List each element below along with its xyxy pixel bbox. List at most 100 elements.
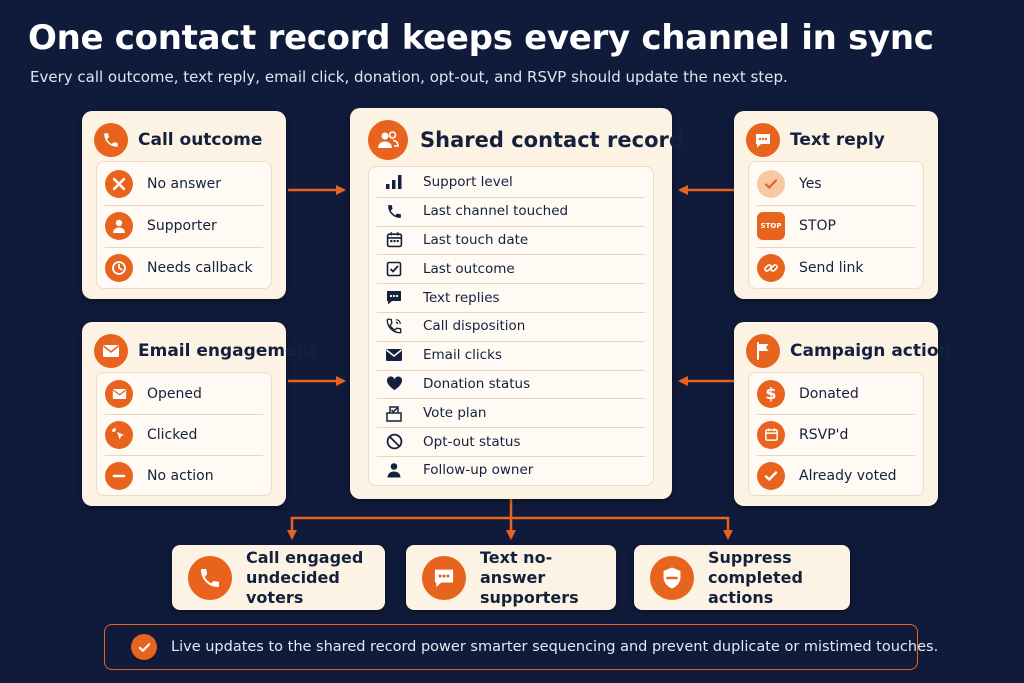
- envelope-icon: [105, 379, 133, 408]
- record-field-label: Last outcome: [423, 260, 515, 277]
- campaign-action-title: Campaign action: [790, 341, 951, 361]
- x-icon: [105, 170, 133, 198]
- clock-icon: [105, 254, 133, 282]
- footer-text: Live updates to the shared record power …: [171, 639, 939, 655]
- envelope-icon: [94, 334, 128, 368]
- chat-bubble-icon: [422, 555, 466, 600]
- phone-ring-icon: [383, 315, 405, 337]
- record-field-last-touch-date: Last touch date: [369, 225, 653, 255]
- record-field-label: Vote plan: [423, 404, 487, 421]
- people-icon: [368, 120, 408, 160]
- outcome-label-line2: supporters: [480, 587, 579, 607]
- record-field-follow-up-owner: Follow-up owner: [369, 456, 653, 485]
- campaign-option-label: Donated: [799, 385, 859, 402]
- page-title: One contact record keeps every channel i…: [28, 18, 934, 58]
- call-option-label: Supporter: [147, 218, 217, 234]
- outcome-label: Suppress completed actions: [708, 548, 850, 608]
- record-field-label: Opt-out status: [423, 433, 521, 450]
- envelope-icon: [383, 344, 405, 366]
- check-icon: [757, 461, 785, 490]
- record-field-last-channel: Last channel touched: [369, 196, 653, 226]
- email-option-label: Clicked: [147, 426, 198, 443]
- campaign-option-donated: $ Donated: [749, 373, 923, 414]
- arrow-branch-left: [287, 516, 511, 540]
- record-field-last-outcome: Last outcome: [369, 254, 653, 283]
- call-option-needs-callback: Needs callback: [97, 247, 271, 289]
- outcome-label-line2: undecided voters: [246, 567, 340, 607]
- text-option-stop: STOP STOP: [749, 205, 923, 247]
- check-icon: [757, 170, 785, 198]
- email-option-clicked: Clicked: [97, 414, 271, 455]
- text-option-label: Send link: [799, 260, 864, 276]
- campaign-action-card: Campaign action $ Donated RSVP'd Already…: [734, 322, 951, 506]
- shield-minus-icon: [650, 555, 694, 600]
- email-option-label: No action: [147, 467, 214, 484]
- outcome-card-text-no-answer: Text no-answer supporters: [406, 545, 616, 610]
- chat-bubble-icon: [746, 123, 780, 157]
- bar-chart-icon: [383, 171, 405, 193]
- outcome-card-suppress-completed: Suppress completed actions: [634, 545, 850, 610]
- campaign-option-label: Already voted: [799, 467, 897, 484]
- call-option-label: No answer: [147, 176, 222, 192]
- call-outcome-card: Call outcome No answer Supporter Needs c…: [82, 111, 286, 299]
- call-option-no-answer: No answer: [97, 163, 271, 205]
- phone-icon: [94, 123, 128, 157]
- outcome-label-line1: Suppress: [708, 547, 792, 567]
- outcome-card-call-undecided: Call engaged undecided voters: [172, 545, 385, 610]
- record-field-text-replies: Text replies: [369, 283, 653, 312]
- calendar-icon: [757, 420, 785, 449]
- footer-banner: Live updates to the shared record power …: [104, 624, 938, 670]
- record-field-label: Last channel touched: [423, 203, 569, 220]
- text-reply-title: Text reply: [790, 130, 885, 150]
- outcome-label: Text no-answer supporters: [480, 548, 616, 608]
- text-option-label: Yes: [799, 176, 822, 192]
- campaign-option-rsvpd: RSVP'd: [749, 414, 923, 455]
- shared-record-title: Shared contact record: [420, 128, 684, 152]
- text-option-send-link: Send link: [749, 247, 923, 289]
- record-field-call-disposition: Call disposition: [369, 312, 653, 341]
- cursor-click-icon: [105, 420, 133, 449]
- email-option-no-action: No action: [97, 455, 271, 496]
- record-field-vote-plan: Vote plan: [369, 398, 653, 427]
- call-option-label: Needs callback: [147, 260, 253, 276]
- phone-icon: [188, 555, 232, 600]
- arrow-branch-right: [511, 516, 733, 540]
- calendar-icon: [383, 229, 405, 251]
- record-field-label: Follow-up owner: [423, 462, 534, 479]
- stop-badge-text: STOP: [760, 222, 782, 230]
- stop-sign-icon: STOP: [757, 212, 785, 240]
- call-option-supporter: Supporter: [97, 205, 271, 247]
- record-field-opt-out-status: Opt-out status: [369, 427, 653, 456]
- chat-bubble-icon: [383, 287, 405, 309]
- outcome-label-line2: completed actions: [708, 567, 803, 607]
- person-icon: [105, 212, 133, 240]
- heart-icon: [383, 373, 405, 395]
- outcome-label-line1: Text no-answer: [480, 547, 553, 587]
- email-engagement-card: Email engagement Opened Clicked No actio…: [82, 322, 317, 506]
- minus-icon: [105, 461, 133, 490]
- flag-icon: [746, 334, 780, 368]
- page-subtitle: Every call outcome, text reply, email cl…: [30, 68, 788, 86]
- ballot-box-icon: [383, 402, 405, 424]
- record-field-label: Last touch date: [423, 231, 529, 248]
- person-icon: [383, 459, 405, 481]
- outcome-label: Call engaged undecided voters: [246, 548, 385, 608]
- record-field-donation-status: Donation status: [369, 369, 653, 399]
- email-option-label: Opened: [147, 385, 202, 402]
- check-icon: [131, 634, 157, 660]
- call-outcome-title: Call outcome: [138, 130, 263, 150]
- text-reply-card: Text reply Yes STOP STOP Send link: [734, 111, 938, 299]
- text-option-label: STOP: [799, 218, 836, 234]
- record-field-label: Donation status: [423, 375, 531, 392]
- prohibited-icon: [383, 431, 405, 453]
- record-field-label: Email clicks: [423, 347, 502, 364]
- text-option-yes: Yes: [749, 163, 923, 205]
- checkbox-icon: [383, 258, 405, 280]
- record-field-email-clicks: Email clicks: [369, 340, 653, 370]
- record-field-label: Support level: [423, 174, 513, 191]
- email-engagement-title: Email engagement: [138, 341, 317, 361]
- record-field-label: Text replies: [423, 289, 500, 306]
- record-field-label: Call disposition: [423, 318, 526, 335]
- campaign-option-already-voted: Already voted: [749, 455, 923, 496]
